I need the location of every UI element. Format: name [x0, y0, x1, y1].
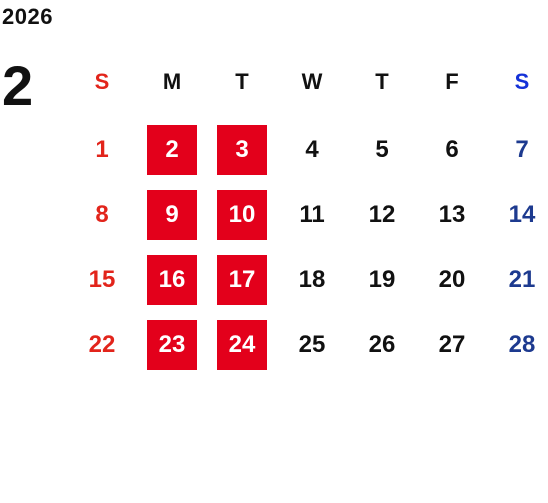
day-cell: 10: [207, 186, 277, 251]
day-cell: 24: [207, 316, 277, 381]
day-number: 5: [375, 136, 389, 163]
day-number: 4: [305, 136, 319, 163]
day-cell: 27: [417, 316, 487, 381]
day-number: 19: [368, 266, 396, 293]
day-cell: 16: [137, 251, 207, 316]
year-label: 2026: [2, 4, 53, 29]
day-number: 6: [445, 136, 459, 163]
day-number: 26: [368, 331, 396, 358]
day-cell: 2: [137, 121, 207, 186]
day-cell: 9: [137, 186, 207, 251]
day-cell: 17: [207, 251, 277, 316]
day-cell: 12: [347, 186, 417, 251]
day-number: 2: [147, 125, 197, 175]
day-cell: 7: [487, 121, 548, 186]
day-number: 13: [438, 201, 466, 228]
day-cell: 18: [277, 251, 347, 316]
day-number: 25: [298, 331, 326, 358]
day-cell: 25: [277, 316, 347, 381]
weekday-thursday: T: [375, 69, 389, 94]
day-cell: 1: [67, 121, 137, 186]
day-number: 23: [147, 320, 197, 370]
day-cell: 3: [207, 121, 277, 186]
day-cell: 11: [277, 186, 347, 251]
day-number: 1: [95, 136, 109, 163]
day-number: 9: [147, 190, 197, 240]
day-number: 14: [508, 201, 536, 228]
day-cell: 4: [277, 121, 347, 186]
day-number: 12: [368, 201, 396, 228]
day-cell: 23: [137, 316, 207, 381]
day-number: 10: [217, 190, 267, 240]
day-number: 8: [95, 201, 109, 228]
day-cell: 22: [67, 316, 137, 381]
weekday-tuesday: T: [235, 69, 249, 94]
day-number: 24: [217, 320, 267, 370]
weekday-monday: M: [162, 69, 182, 94]
day-cell: 20: [417, 251, 487, 316]
day-number: 7: [515, 136, 529, 163]
day-cell: 21: [487, 251, 548, 316]
day-number: 21: [508, 266, 536, 293]
day-cell: 28: [487, 316, 548, 381]
weekday-sunday: S: [94, 69, 110, 94]
day-number: 17: [217, 255, 267, 305]
month-label: 2: [2, 54, 34, 117]
day-number: 28: [508, 331, 536, 358]
day-number: 27: [438, 331, 466, 358]
day-cell: 14: [487, 186, 548, 251]
day-number: 16: [147, 255, 197, 305]
day-number: 18: [298, 266, 326, 293]
day-number: 22: [88, 331, 116, 358]
weekday-header: S M T W T F S: [67, 60, 548, 104]
weekday-wednesday: W: [301, 69, 323, 94]
day-cell: 5: [347, 121, 417, 186]
weekday-saturday: S: [514, 69, 530, 94]
day-cell: 19: [347, 251, 417, 316]
day-number: 15: [88, 266, 116, 293]
day-number: 20: [438, 266, 466, 293]
day-number: 11: [299, 201, 325, 228]
day-number: 3: [217, 125, 267, 175]
day-cell: 8: [67, 186, 137, 251]
weekday-friday: F: [445, 69, 459, 94]
day-cell: 13: [417, 186, 487, 251]
day-cell: 6: [417, 121, 487, 186]
day-cell: 15: [67, 251, 137, 316]
day-cell: 26: [347, 316, 417, 381]
